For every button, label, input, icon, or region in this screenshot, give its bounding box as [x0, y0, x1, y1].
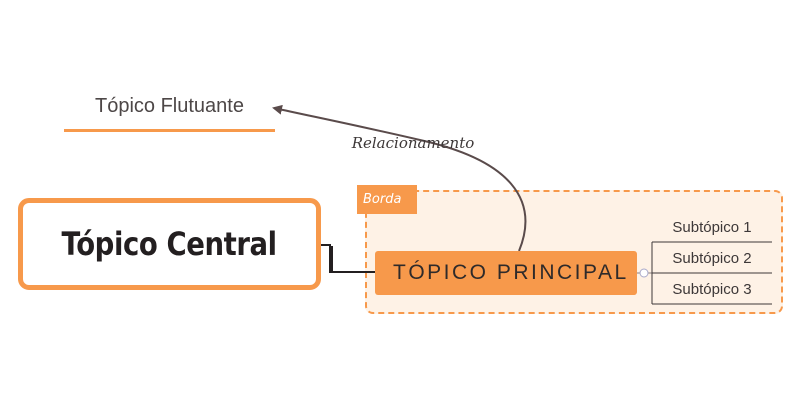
- floating-topic[interactable]: Tópico Flutuante: [64, 88, 275, 132]
- subtopic-2[interactable]: Subtópico 2: [672, 249, 752, 267]
- relationship-line[interactable]: [272, 104, 527, 252]
- collapse-handle-icon[interactable]: [639, 268, 649, 278]
- boundary-label[interactable]: Borda: [357, 185, 417, 214]
- main-topic[interactable]: TÓPICO PRINCIPAL: [375, 251, 637, 295]
- subtopic-3[interactable]: Subtópico 3: [672, 280, 752, 298]
- relationship-label[interactable]: Relacionamento: [351, 134, 475, 152]
- subtopic-1[interactable]: Subtópico 1: [672, 218, 752, 236]
- central-topic[interactable]: Tópico Central: [18, 198, 321, 290]
- main-topic-label: TÓPICO PRINCIPAL: [393, 261, 629, 284]
- central-topic-label: Tópico Central: [61, 225, 278, 263]
